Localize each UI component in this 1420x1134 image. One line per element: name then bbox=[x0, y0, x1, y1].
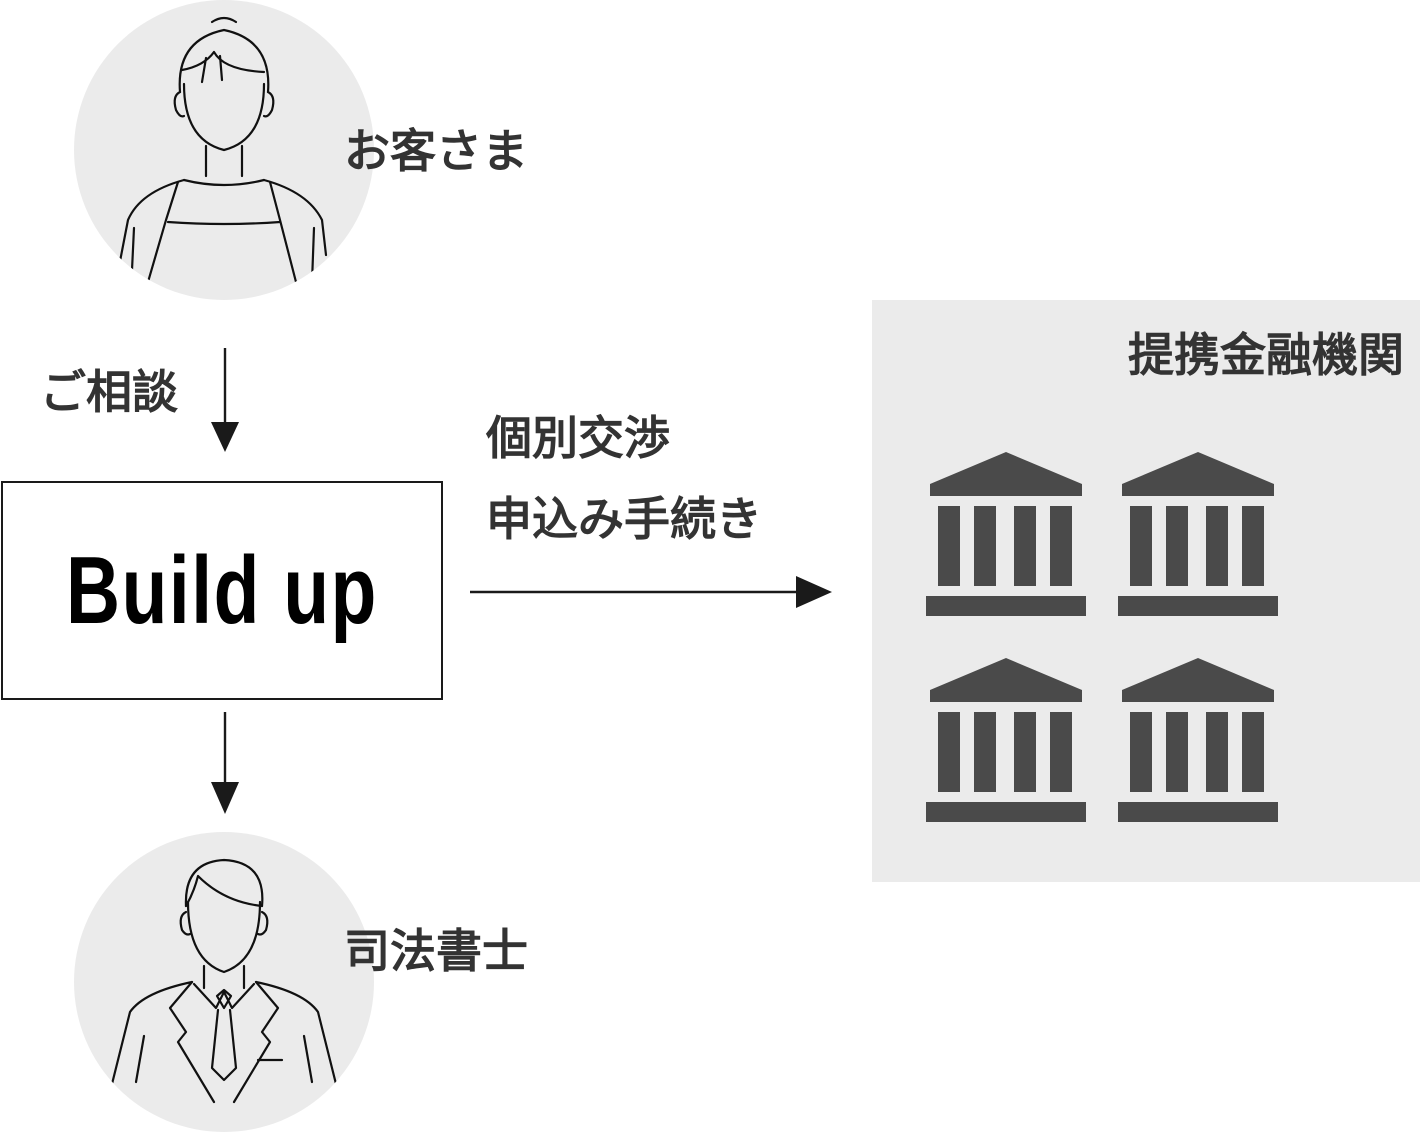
down-arrow-scrivener bbox=[211, 712, 239, 814]
customer-avatar bbox=[74, 0, 374, 300]
application-label: 申込み手続き bbox=[486, 492, 762, 546]
customer-label: お客さま bbox=[344, 124, 528, 178]
consult-label: ご相談 bbox=[40, 365, 178, 419]
down-arrow-consult bbox=[211, 348, 239, 452]
bank-building-icon bbox=[1118, 452, 1278, 616]
bank-building-icon bbox=[1118, 658, 1278, 822]
man-suit-icon bbox=[110, 858, 338, 1104]
scrivener-avatar bbox=[74, 832, 374, 1132]
banks-title: 提携金融機関 bbox=[1128, 328, 1404, 382]
bank-building-icon bbox=[926, 658, 1086, 822]
scrivener-label: 司法書士 bbox=[344, 924, 528, 978]
bank-building-icon bbox=[926, 452, 1086, 616]
woman-apron-icon bbox=[114, 16, 328, 284]
negotiation-label: 個別交渉 bbox=[486, 411, 670, 465]
company-box: Build up bbox=[1, 481, 443, 700]
company-name: Build up bbox=[66, 536, 378, 644]
right-arrow bbox=[470, 576, 832, 608]
